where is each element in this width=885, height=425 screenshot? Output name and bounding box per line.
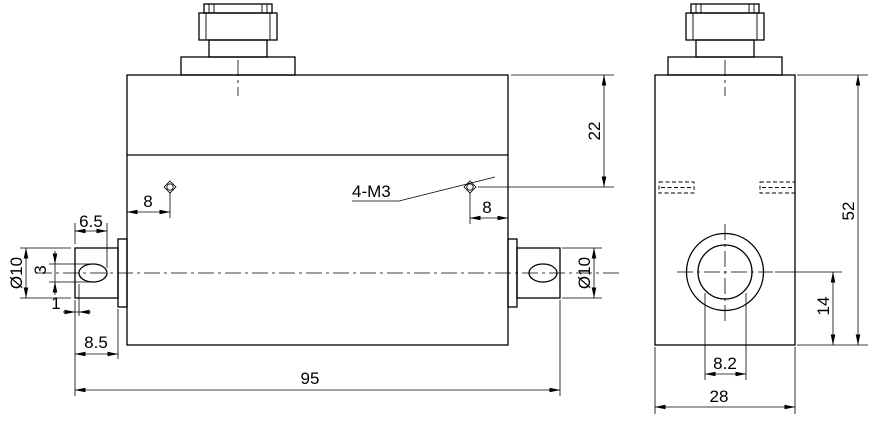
threaded-hole-side-left xyxy=(658,181,695,194)
dim-dia10-left-text: Ø10 xyxy=(7,257,26,289)
dim-dia10-right-text: Ø10 xyxy=(575,257,594,289)
dim-top-to-hole: 22 xyxy=(478,74,614,188)
threaded-hole-side-right xyxy=(759,181,796,194)
dim-slot-offset: 1 xyxy=(51,284,91,396)
dim-22-text: 22 xyxy=(585,122,604,141)
extension-lines xyxy=(478,74,614,188)
connector-knurl-ticks xyxy=(208,4,268,13)
connector-body xyxy=(198,12,278,41)
dim-hole-offset-right: 8 xyxy=(469,192,509,224)
hole-diamond-mark xyxy=(463,180,477,194)
extension-lines xyxy=(704,293,747,380)
dim-shaft-length: 8.5 xyxy=(74,309,119,359)
dim-95-text: 95 xyxy=(301,369,320,388)
front-view: 22 8 8 4-M3 6.5 Ø10 xyxy=(7,3,622,396)
hidden-hole-outline xyxy=(658,181,695,194)
extension-lines xyxy=(74,284,80,396)
dim-slot-width: 3 xyxy=(31,251,90,295)
mounting-hole-right xyxy=(463,180,477,194)
extension-lines xyxy=(654,347,796,414)
hole-callout-text: 4-M3 xyxy=(352,182,391,201)
connector-neck xyxy=(208,39,268,58)
connector-body-edges xyxy=(692,13,758,40)
dim-body-height: 52 xyxy=(797,74,868,346)
connector-body-edges xyxy=(205,13,271,40)
dim-slot-length: 6.5 xyxy=(74,212,108,268)
dim-shaft-dia-left: Ø10 xyxy=(7,247,71,299)
connector-body xyxy=(685,12,765,41)
connector-neck xyxy=(695,39,755,58)
dim-8-5-text: 8.5 xyxy=(84,333,108,352)
connector-knurl-ticks xyxy=(695,4,755,13)
dim-6-5-text: 6.5 xyxy=(79,212,103,231)
dim-8-2-text: 8.2 xyxy=(713,354,737,373)
dim-body-depth: 28 xyxy=(654,347,796,414)
hole-circle xyxy=(166,183,174,191)
dim-14-text: 14 xyxy=(814,297,833,316)
hidden-hole-outline xyxy=(759,181,796,194)
dim-52-text: 52 xyxy=(839,202,858,221)
dim-3-text: 3 xyxy=(31,265,50,274)
hole-circle xyxy=(466,183,474,191)
dim-8-right-text: 8 xyxy=(482,198,491,217)
mounting-hole-left xyxy=(163,180,177,194)
dim-bore-width: 8.2 xyxy=(704,293,747,380)
hole-diamond-mark xyxy=(163,180,177,194)
dim-hole-offset-left: 8 xyxy=(126,192,171,218)
extension-lines xyxy=(20,247,71,299)
hole-callout: 4-M3 xyxy=(352,176,496,202)
body-side-outline xyxy=(654,74,796,346)
dim-1-text: 1 xyxy=(51,294,60,313)
top-connector-side xyxy=(667,3,783,76)
side-view: 52 14 8.2 28 xyxy=(654,3,868,414)
dim-overall-length: 95 xyxy=(74,300,561,396)
dim-28-text: 28 xyxy=(710,387,729,406)
dim-shaft-dia-right: Ø10 xyxy=(562,247,602,299)
dim-8-left-text: 8 xyxy=(143,192,152,211)
leader-line xyxy=(352,176,496,202)
dim-center-to-bottom: 14 xyxy=(775,271,842,346)
body-front-outline xyxy=(126,74,509,346)
